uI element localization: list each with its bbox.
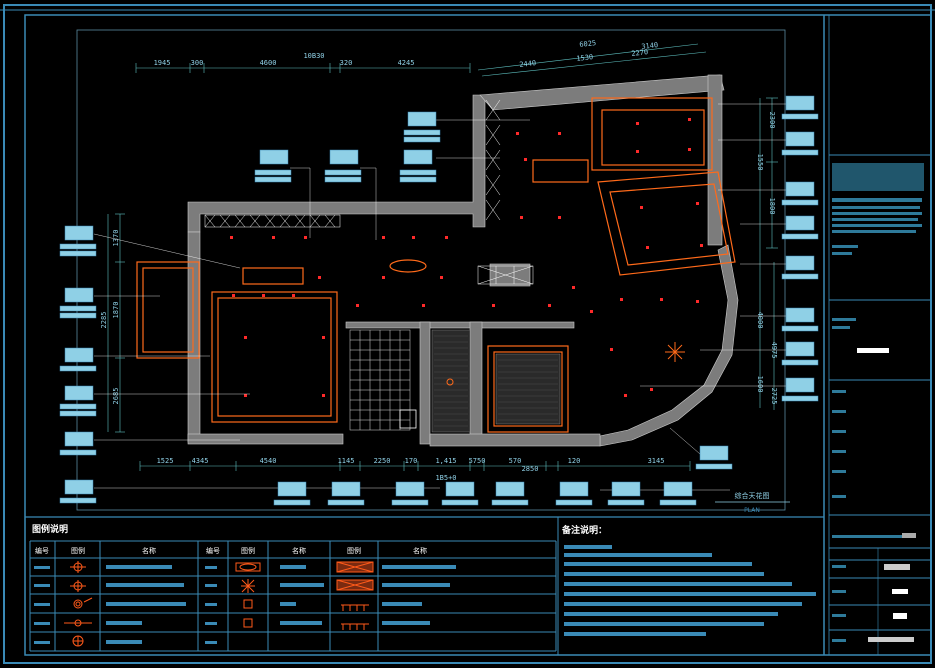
legend-header-2: 图例 [71, 546, 85, 555]
dim-bottom-12: 3145 [648, 457, 665, 465]
title-block [823, 15, 931, 655]
dim-bottom-6: 170 [405, 457, 418, 465]
dim-bottom-4: 1145 [338, 457, 355, 465]
legend-header-4: 编号 [206, 546, 220, 555]
notes-title: 备注说明： [561, 524, 607, 536]
view-subtitle: PLAN [744, 507, 760, 514]
dim-bottom-total: 1B5+0 [435, 474, 456, 482]
dim-top-right-3: 2440 [519, 59, 537, 69]
dim-right-4: 4000 [756, 312, 764, 329]
floor-plan: 1945 300 4600 10B30 320 4245 6025 3140 2… [59, 39, 819, 514]
dim-left-4: 2685 [112, 388, 120, 405]
dim-left-1: 1370 [112, 230, 120, 247]
dim-bottom-5: 2250 [374, 457, 391, 465]
legend-header-5: 图例 [241, 546, 255, 555]
dim-right-7: 2725 [770, 388, 778, 405]
dim-left-3: 2285 [100, 312, 108, 329]
dim-left-2: 1870 [112, 302, 120, 319]
legend-header-1: 编号 [35, 546, 49, 555]
notes-panel: 备注说明： [561, 524, 816, 636]
dim-top-2: 300 [191, 59, 204, 67]
dim-bottom-10: 2850 [522, 465, 539, 473]
dim-bottom-7: 1,415 [435, 457, 456, 465]
dim-right-3: 1800 [768, 198, 776, 215]
dim-bottom-2: 4345 [192, 457, 209, 465]
dim-bottom-3: 4540 [260, 457, 277, 465]
dim-top-right-5: 2270 [631, 48, 649, 58]
dim-top-1: 1945 [154, 59, 171, 67]
legend-header-3: 名称 [142, 546, 156, 555]
compass-rose-icon [665, 342, 685, 362]
dim-top-right-4: 1530 [576, 53, 594, 63]
legend-table: 图例说明 编号 图例 名称 编号 图例 名称 图例 名称 [25, 516, 824, 655]
inner-frame [24, 14, 932, 656]
dim-bottom-11: 120 [568, 457, 581, 465]
view-title: 综合天花图 [735, 491, 770, 500]
legend-title: 图例说明 [32, 523, 68, 535]
legend-header-6: 名称 [292, 546, 306, 555]
dim-top-6: 4245 [398, 59, 415, 67]
dim-top-total: 10B30 [303, 52, 324, 60]
legend-header-8: 名称 [413, 546, 427, 555]
dim-bottom-1: 1525 [157, 457, 174, 465]
dim-right-2: 1550 [756, 154, 764, 171]
dim-top-5: 320 [340, 59, 353, 67]
legend-header-7: 图例 [347, 546, 361, 555]
dim-bottom-9: 570 [509, 457, 522, 465]
dim-right-6: 1600 [756, 376, 764, 393]
plan-viewport-frame [76, 29, 786, 511]
dim-top-right-2: 3140 [641, 41, 659, 51]
dim-right-1: 2300 [768, 112, 776, 129]
dim-top-3: 4600 [260, 59, 277, 67]
dim-top-right-total: 6025 [579, 39, 597, 49]
dim-bottom-8: 5750 [469, 457, 486, 465]
